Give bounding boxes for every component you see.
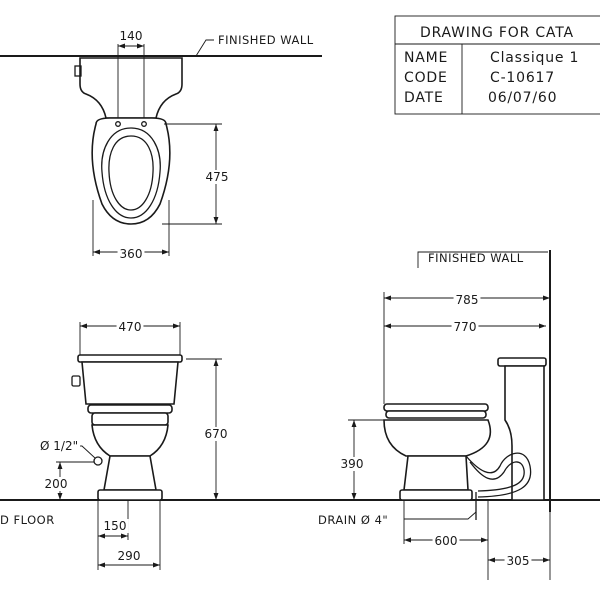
label-knockout (203, 170, 231, 184)
drain-label: DRAIN Ø 4" (318, 513, 388, 527)
seat-plan (101, 127, 161, 219)
label-knockout (338, 457, 366, 471)
label-knockout (117, 247, 145, 261)
seat-side (385, 410, 487, 419)
hinge-right (141, 121, 147, 127)
dim-side-depth: 770 (454, 320, 477, 334)
label-knockout (38, 439, 81, 453)
seat-lid-side (383, 403, 489, 412)
finished-wall-leader-right (417, 251, 548, 268)
code-label: CODE (404, 70, 448, 86)
trapway-outer (465, 452, 532, 498)
bowl-rim-front (91, 412, 169, 426)
date-value: 06/07/60 (488, 90, 557, 106)
finished-wall-leader (195, 39, 214, 57)
finished-wall-label-top: FINISHED WALL (218, 33, 314, 47)
label-knockout (432, 534, 460, 548)
bowl-side (383, 419, 492, 457)
drain-leader (404, 511, 477, 520)
title-block: DRAWING FOR CATA NAME CODE DATE Classiqu… (394, 15, 600, 115)
bowl-outline-plan (91, 117, 171, 225)
pedestal-front (103, 455, 157, 491)
dim-base-overall: 290 (118, 549, 141, 563)
label-knockout (101, 519, 129, 533)
hinge-left (115, 121, 121, 127)
name-label: NAME (404, 50, 448, 66)
dim-front-height: 670 (205, 427, 228, 441)
plan-view: FINISHED WALL 140 475 360 (0, 29, 322, 261)
dim-plan-width: 360 (120, 247, 143, 261)
dim-front-width: 470 (119, 320, 142, 334)
dim-seat-height: 390 (341, 457, 364, 471)
name-value: Classique 1 (490, 50, 579, 66)
label-knockout (202, 427, 230, 441)
inlet-label: Ø 1/2" (40, 439, 78, 453)
label-knockout (453, 293, 481, 307)
label-knockout (42, 477, 70, 491)
seat-front (87, 404, 173, 414)
dim-base-width: 150 (104, 519, 127, 533)
title-heading: DRAWING FOR CATA (420, 25, 574, 41)
dim-drain-wall: 305 (507, 554, 530, 568)
pedestal-side (403, 455, 469, 491)
base-side (399, 489, 473, 501)
label-knockout (116, 320, 144, 334)
code-value: C-10617 (490, 70, 555, 86)
water-inlet (93, 456, 103, 466)
flush-lever-plan (74, 65, 82, 77)
label-knockout (504, 554, 532, 568)
finished-wall-label-right: FINISHED WALL (428, 251, 524, 265)
dim-drain-front: 600 (435, 534, 458, 548)
tank-lid-side (497, 357, 547, 367)
base-front (97, 489, 163, 501)
tank-front (81, 361, 179, 405)
front-view: D FLOOR Ø 1/2" 470 670 200 (0, 320, 600, 570)
label-knockout (117, 29, 145, 43)
dim-inlet-height: 200 (45, 477, 68, 491)
date-label: DATE (404, 90, 444, 106)
dim-plan-depth: 475 (206, 170, 229, 184)
label-knockout (115, 549, 143, 563)
side-view: FINISHED WALL 785 770 390 DRAIN Ø 4" (318, 250, 551, 580)
tank-plan (79, 57, 183, 119)
flush-lever-front (71, 375, 81, 387)
seat-opening-plan (108, 135, 154, 211)
dim-side-overall: 785 (456, 293, 479, 307)
tank-side (504, 365, 545, 501)
dim-plan-inlet: 140 (120, 29, 143, 43)
floor-label: D FLOOR (0, 513, 55, 527)
trapway-inner (469, 461, 525, 492)
label-knockout (451, 320, 479, 334)
bowl-front (91, 424, 169, 457)
tank-lid-front (77, 354, 183, 363)
